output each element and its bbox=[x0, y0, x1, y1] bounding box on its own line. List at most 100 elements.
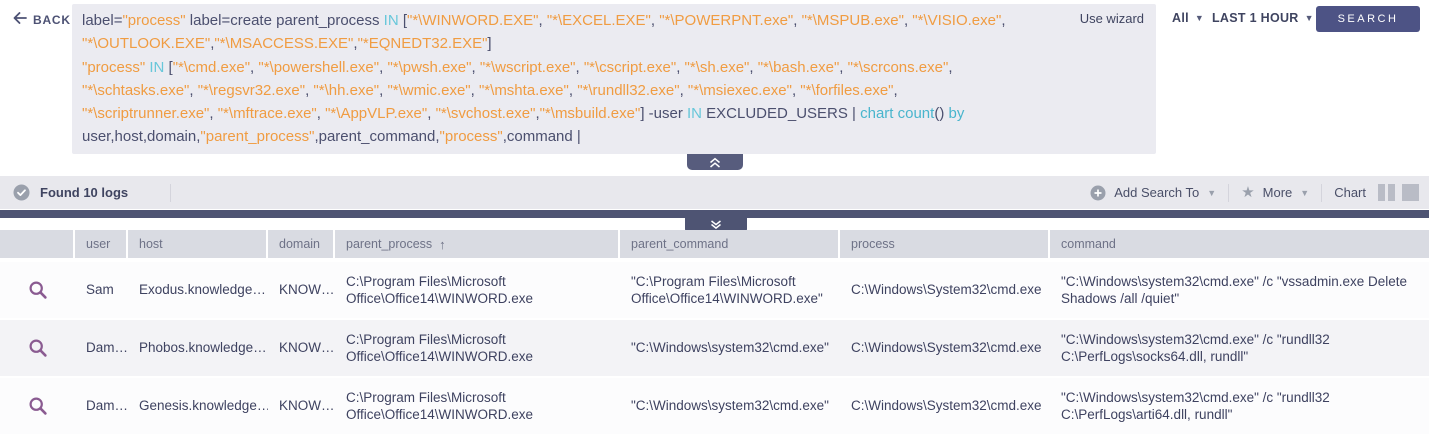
plus-circle-icon bbox=[1090, 185, 1106, 201]
query-token: , bbox=[353, 35, 358, 53]
cell-command: "C:\Windows\system32\cmd.exe" /c "rundll… bbox=[1061, 331, 1330, 365]
query-token: "*\msbuild.exe" bbox=[539, 105, 641, 123]
query-token: "*\wscript.exe" bbox=[479, 58, 576, 76]
query-line: "*\schtasks.exe", "*\regsvr32.exe", "*\h… bbox=[82, 79, 1146, 102]
query-token: , bbox=[679, 81, 688, 99]
column-header-command[interactable]: command bbox=[1050, 230, 1429, 258]
star-icon: ★ bbox=[1241, 184, 1255, 201]
back-button[interactable]: BACK bbox=[13, 12, 71, 27]
divider bbox=[1228, 183, 1230, 202]
query-token: , bbox=[209, 105, 218, 123]
query-token: by bbox=[944, 105, 965, 123]
query-token: "*\OUTLOOK.EXE" bbox=[82, 35, 211, 53]
query-token: , bbox=[471, 58, 480, 76]
expand-results-button[interactable] bbox=[685, 218, 747, 231]
cell-parent-command: "C:\Windows\system32\cmd.exe" bbox=[631, 398, 829, 414]
query-token: "*\MSACCESS.EXE" bbox=[214, 35, 354, 53]
query-token: IN bbox=[687, 105, 702, 123]
results-toolbar: Found 10 logs Add Search To ▼ ★ More ▼ C… bbox=[0, 176, 1429, 209]
column-header-parent-process[interactable]: parent_process ↑ bbox=[335, 230, 620, 258]
chevron-down-icon: ▼ bbox=[1194, 13, 1205, 23]
search-query-input[interactable]: label="process" label=create parent_proc… bbox=[72, 4, 1156, 154]
table-row[interactable]: Sam Exodus.knowledge… KNOW… C:\Program F… bbox=[0, 262, 1429, 320]
inspect-log-icon[interactable] bbox=[28, 338, 48, 358]
chart-label: Chart bbox=[1334, 185, 1366, 200]
query-token: , bbox=[379, 58, 388, 76]
query-token: EXCLUDED_USERS | bbox=[702, 105, 861, 123]
found-logs-text: Found 10 logs bbox=[40, 185, 129, 200]
full-view-icon[interactable] bbox=[1402, 184, 1419, 201]
query-token: IN bbox=[383, 12, 399, 29]
use-wizard-link[interactable]: Use wizard bbox=[1079, 11, 1144, 26]
time-range-label: LAST 1 HOUR bbox=[1212, 11, 1299, 25]
cell-host: Phobos.knowledge… bbox=[139, 340, 267, 356]
divider bbox=[1321, 183, 1323, 202]
query-token: "*\mftrace.exe" bbox=[217, 105, 317, 123]
column-header-user[interactable]: user bbox=[75, 230, 128, 258]
column-header-domain[interactable]: domain bbox=[268, 230, 335, 258]
query-token: , bbox=[568, 81, 578, 99]
add-search-to-button[interactable]: Add Search To ▼ bbox=[1090, 185, 1216, 201]
query-token: , bbox=[676, 58, 685, 76]
query-token: "*\WINWORD.EXE" bbox=[407, 12, 539, 29]
query-token: , bbox=[791, 81, 801, 99]
query-token: "process" bbox=[439, 128, 503, 146]
time-range-dropdown[interactable]: LAST 1 HOUR ▼ bbox=[1212, 11, 1314, 25]
query-token: , bbox=[210, 35, 215, 53]
cell-parent-command: "C:\Windows\system32\cmd.exe" bbox=[631, 340, 829, 356]
cell-parent-command: "C:\Program Files\Microsoft Office\Offic… bbox=[631, 273, 823, 307]
column-header-inspect bbox=[0, 230, 75, 258]
cell-command: "C:\Windows\system32\cmd.exe" /c "vssadm… bbox=[1061, 273, 1407, 307]
search-button[interactable]: SEARCH bbox=[1316, 6, 1420, 32]
query-token: , bbox=[793, 12, 802, 29]
more-menu-button[interactable]: ★ More ▼ bbox=[1241, 185, 1309, 200]
query-token: , bbox=[427, 105, 436, 123]
split-view-icon[interactable] bbox=[1378, 184, 1395, 201]
double-chevron-down-icon bbox=[711, 220, 721, 229]
double-chevron-up-icon bbox=[710, 157, 720, 168]
query-token: , bbox=[948, 58, 953, 76]
query-token: "*\AppVLP.exe" bbox=[325, 105, 428, 123]
results-table: user host domain parent_process ↑ parent… bbox=[0, 230, 1429, 436]
cell-parent-process: C:\Program Files\Microsoft Office\Office… bbox=[346, 273, 534, 307]
inspect-log-icon[interactable] bbox=[28, 396, 48, 416]
column-header-process[interactable]: process bbox=[840, 230, 1050, 258]
back-arrow-icon bbox=[13, 12, 27, 27]
query-token: , bbox=[535, 105, 540, 123]
table-row[interactable]: Dam… Genesis.knowledge… KNOW… C:\Program… bbox=[0, 378, 1429, 436]
query-token: chart count bbox=[860, 105, 935, 123]
query-token: , bbox=[893, 81, 898, 99]
collapse-query-button[interactable] bbox=[687, 154, 743, 170]
query-token: "*\MSPUB.exe" bbox=[801, 12, 904, 29]
query-token: , bbox=[650, 12, 660, 29]
query-token: "*\svchost.exe" bbox=[435, 105, 536, 123]
query-token: , bbox=[749, 58, 758, 76]
query-token: "*\VISIO.exe" bbox=[912, 12, 1002, 29]
table-row[interactable]: Dam… Phobos.knowledge… KNOW… C:\Program … bbox=[0, 320, 1429, 378]
column-header-parent-command[interactable]: parent_command bbox=[620, 230, 840, 258]
cell-domain: KNOW… bbox=[279, 398, 335, 414]
cell-process: C:\Windows\System32\cmd.exe bbox=[851, 398, 1042, 414]
chevron-down-icon: ▼ bbox=[1300, 187, 1310, 198]
column-header-host[interactable]: host bbox=[128, 230, 268, 258]
query-token: label=create parent_process bbox=[185, 12, 384, 29]
query-token: IN bbox=[149, 58, 165, 76]
query-token: , bbox=[305, 81, 314, 99]
query-token: "*\hh.exe" bbox=[313, 81, 380, 99]
query-token: , bbox=[839, 58, 848, 76]
query-token: , bbox=[189, 81, 198, 99]
query-token: "*\regsvr32.exe" bbox=[197, 81, 306, 99]
cell-command: "C:\Windows\system32\cmd.exe" /c "rundll… bbox=[1061, 389, 1330, 423]
query-token: [ bbox=[164, 58, 173, 76]
inspect-log-icon[interactable] bbox=[28, 280, 48, 300]
more-label: More bbox=[1262, 185, 1293, 200]
query-token: "*\bash.exe" bbox=[757, 58, 840, 76]
query-token: "*\forfiles.exe" bbox=[800, 81, 894, 99]
repo-scope-dropdown[interactable]: All ▼ bbox=[1172, 11, 1204, 25]
query-token: , bbox=[470, 81, 479, 99]
query-token: user,host,domain, bbox=[82, 128, 201, 146]
sort-ascending-icon: ↑ bbox=[439, 236, 446, 252]
query-token: () bbox=[934, 105, 945, 123]
query-line: "process" IN ["*\cmd.exe", "*\powershell… bbox=[82, 56, 1146, 79]
